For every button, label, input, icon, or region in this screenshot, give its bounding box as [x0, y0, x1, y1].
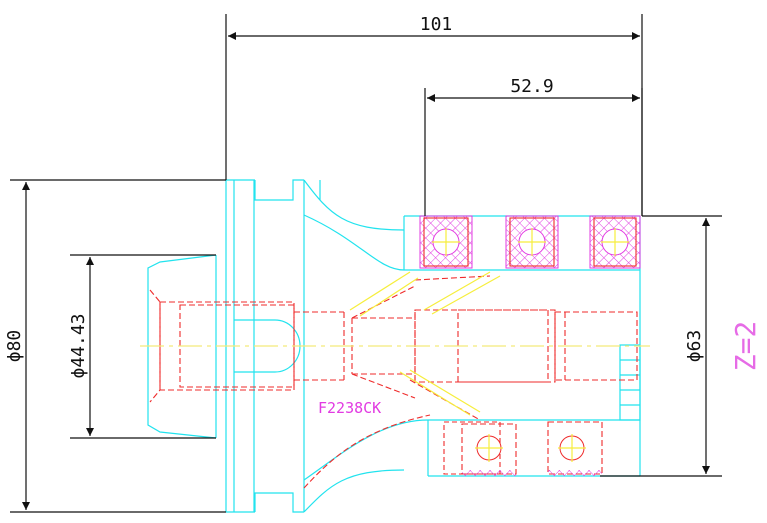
dimension-label-phi80: ϕ80: [4, 330, 25, 363]
dimension-label-52-9: 52.9: [510, 76, 553, 97]
dimension-cutting-diameter: ϕ63: [600, 215, 722, 477]
coolant-channel-highlights: [349, 271, 501, 416]
dimension-insert-span: 52.9: [424, 76, 643, 216]
teeth-count-label: Z=2: [729, 321, 762, 372]
dimension-overall-length: 101: [225, 14, 643, 216]
dimension-label-101: 101: [420, 14, 453, 35]
insert-pockets-bottom: [443, 421, 603, 476]
dimension-shank-diameter: ϕ44.43: [68, 254, 216, 439]
part-number-label: F2238CK: [318, 399, 381, 417]
insert-pockets-top: [419, 215, 641, 269]
dimension-label-phi44-43: ϕ44.43: [68, 313, 89, 378]
dimension-label-phi63: ϕ63: [684, 330, 705, 363]
dimension-body-diameter: ϕ80: [4, 179, 226, 513]
